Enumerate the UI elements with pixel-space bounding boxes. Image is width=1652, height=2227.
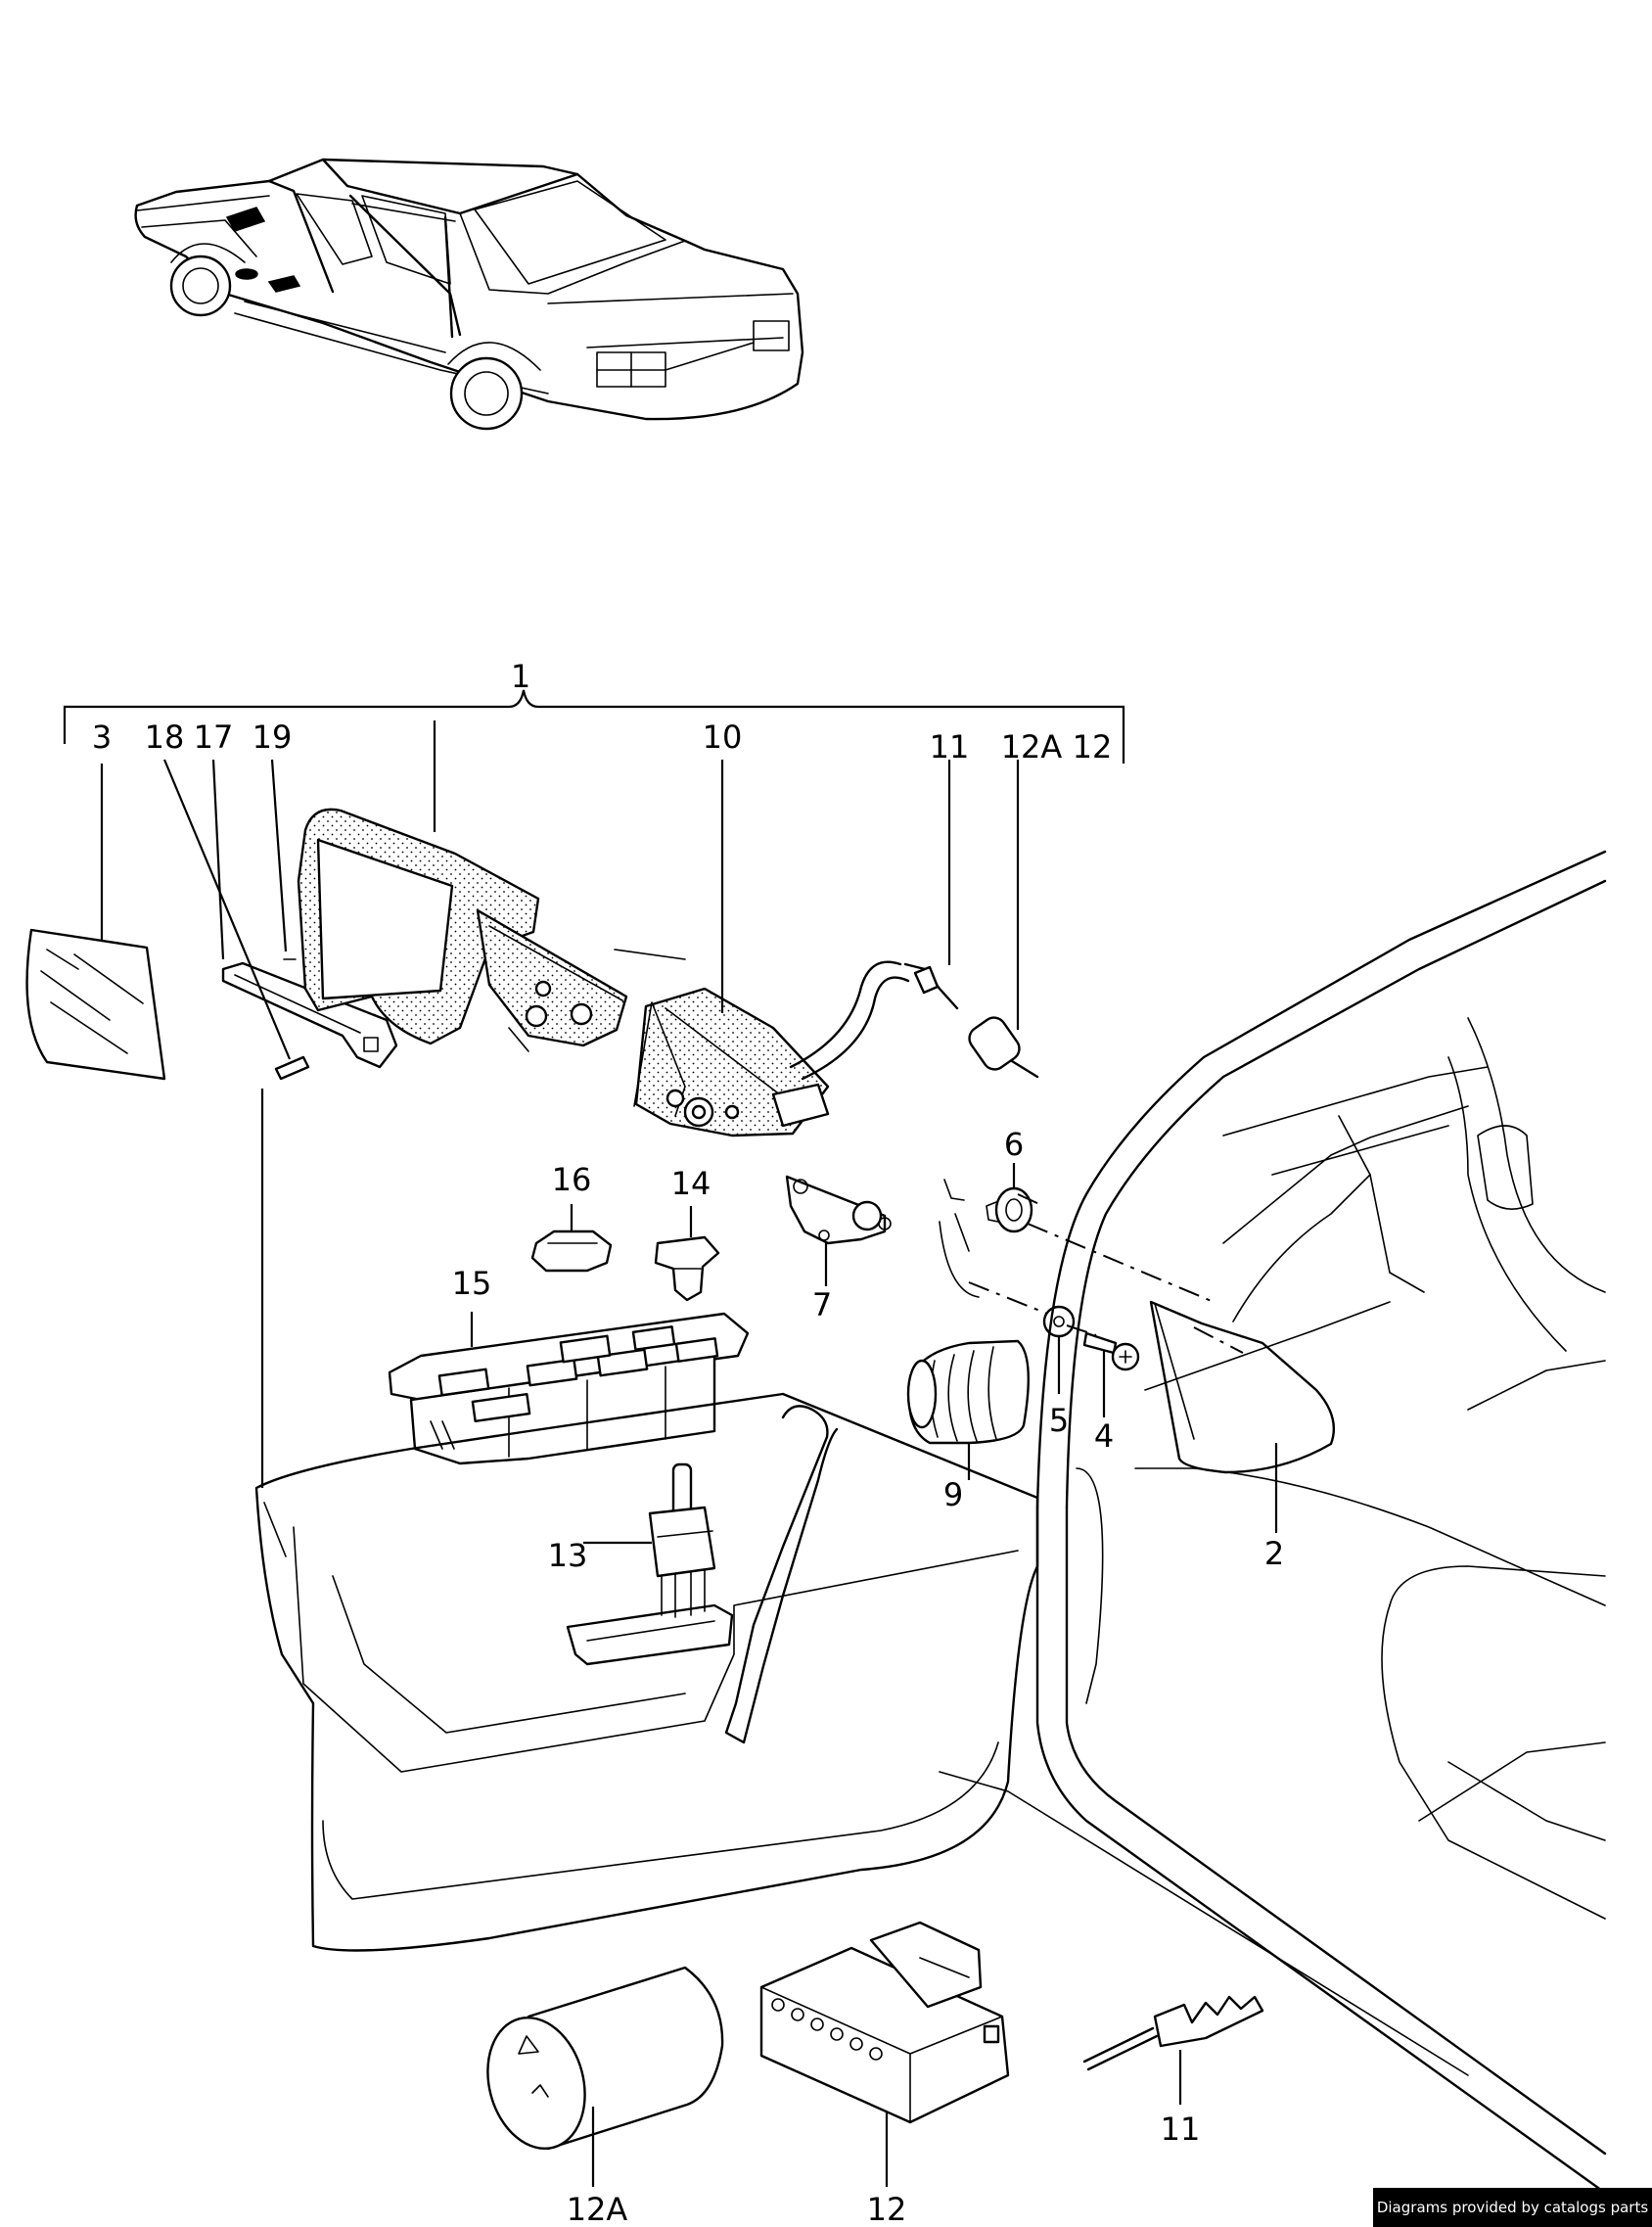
part-clip-16 (530, 1229, 613, 1273)
callout-12-bottom: 12 (867, 2191, 907, 2227)
door-trim-panel (254, 1392, 1039, 1952)
callout-1: 1 (511, 658, 530, 695)
callout-18: 18 (145, 719, 185, 756)
part-bracket-7 (785, 1175, 892, 1245)
callout-3: 3 (92, 719, 112, 756)
callout-11-top: 11 (930, 728, 970, 766)
part-adjusting-unit (633, 960, 910, 1137)
callout-15: 15 (452, 1265, 492, 1302)
part-contact-pin-top (903, 962, 959, 1010)
callout-12A-top: 12A (1001, 728, 1063, 766)
callout-13: 13 (548, 1537, 588, 1574)
part-mirror-housing (297, 808, 628, 1052)
callout-9: 9 (943, 1476, 963, 1513)
vehicle-overview-illustration (134, 158, 804, 431)
assembly-lines (614, 949, 1215, 1336)
part-bulb-bottom (486, 1966, 724, 2151)
part-grommet-6 (986, 1186, 1033, 1233)
callout-11-bottom: 11 (1161, 2111, 1201, 2148)
part-screw-4 (1082, 1331, 1140, 1371)
callout-14: 14 (671, 1165, 711, 1202)
callout-7: 7 (812, 1286, 832, 1323)
assembly-bracket (63, 689, 1125, 764)
callout-17: 17 (194, 719, 234, 756)
callout-16: 16 (552, 1161, 592, 1198)
part-switch-panel (388, 1312, 750, 1465)
part-mirror-glass (25, 928, 166, 1081)
diagram-credit-badge: Diagrams provided by catalogs parts (1373, 2188, 1652, 2227)
part-bellows-9 (906, 1339, 1030, 1445)
part-contact-pin-bottom (1082, 1995, 1264, 2071)
part-pin (274, 1055, 310, 1081)
callout-12A-bottom: 12A (567, 2191, 628, 2227)
callout-labels: 1 3 18 17 19 10 11 12A 12 16 14 6 15 7 5… (92, 658, 1284, 2227)
part-relay (648, 1462, 716, 1618)
callout-5: 5 (1049, 1402, 1069, 1439)
part-clip-14 (654, 1235, 720, 1302)
part-trim-2 (1149, 1300, 1336, 1474)
part-bulb-top (968, 1016, 1039, 1079)
callout-2: 2 (1264, 1535, 1284, 1572)
callout-6: 6 (1004, 1126, 1024, 1163)
leader-lines (100, 720, 1278, 2187)
callout-12-top: 12 (1073, 728, 1113, 766)
callout-10: 10 (703, 719, 743, 756)
part-connector-housing-bottom (759, 1921, 1010, 2124)
callout-4: 4 (1094, 1417, 1114, 1455)
callout-19: 19 (252, 719, 293, 756)
part-carrier (221, 961, 398, 1069)
vehicle-door-frame (939, 850, 1607, 2195)
